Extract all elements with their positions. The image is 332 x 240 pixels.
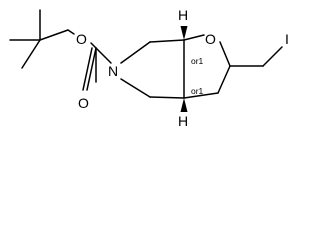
iodine-label: I — [285, 31, 289, 47]
stereo-label-bottom: or1 — [191, 86, 204, 96]
chemical-structure-diagram: O O N O I H H or1 or1 — [9, 7, 289, 129]
carbamate-group — [67, 29, 112, 91]
pyrrolidine-ring — [120, 39, 185, 99]
carbonyl-oxygen-label: O — [78, 95, 89, 111]
tetrahydrofuran-ring — [183, 34, 231, 99]
stereo-wedges — [180, 26, 188, 112]
hydrogen-bottom-label: H — [178, 113, 188, 129]
nitrogen-label: N — [108, 63, 118, 79]
stereo-label-top: or1 — [191, 56, 204, 66]
ether-oxygen-label: O — [76, 31, 87, 47]
hydrogen-top-label: H — [178, 7, 188, 23]
iodomethyl-group — [229, 46, 283, 67]
furan-oxygen-label: O — [205, 31, 216, 47]
tert-butyl-group — [9, 9, 69, 69]
